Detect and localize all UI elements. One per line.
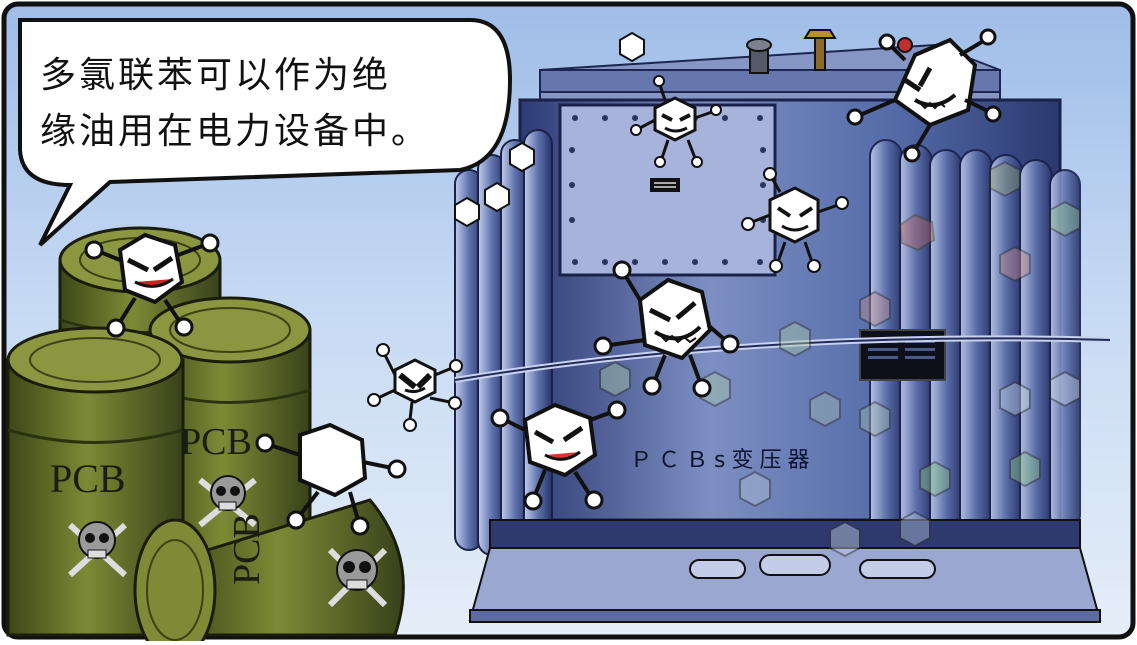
pcb-drums: [6, 226, 405, 645]
pcb-molecule-character-flying: [367, 343, 463, 432]
nameplate: [650, 178, 680, 192]
speech-line-2: 缘油用在电力设备中。: [40, 111, 431, 152]
speech-bubble-text: 多氯联苯可以作为绝 缘油用在电力设备中。: [40, 48, 431, 160]
pcb-molecule-character-lower: [490, 400, 627, 511]
transformer-label: ＰＣＢs变压器: [630, 448, 816, 473]
skull-crossbones-icon: [327, 547, 388, 608]
pcb-molecule-character-mid: [741, 167, 849, 273]
pcb-molecule-character-mid-top: [630, 75, 722, 168]
drum-label-front: PCB: [226, 513, 268, 585]
faded-pcb-molecules: [599, 160, 1081, 558]
pcb-molecule-character-on-drum: [84, 232, 220, 338]
skull-crossbones-icon: [67, 521, 128, 578]
pcb-molecule-character-blank: [255, 422, 407, 536]
drum-label-right: PCB: [180, 421, 252, 463]
drum-label-left: PCB: [50, 456, 126, 501]
pcb-molecule-character-center: [593, 260, 740, 398]
speech-bubble: [18, 18, 513, 247]
speech-line-1: 多氯联苯可以作为绝: [40, 55, 392, 96]
small-pcb-molecules: [454, 31, 645, 228]
pcb-molecule-character-large-top: [846, 28, 1002, 163]
skull-crossbones-icon: [198, 475, 257, 528]
transformer: [454, 29, 1111, 623]
